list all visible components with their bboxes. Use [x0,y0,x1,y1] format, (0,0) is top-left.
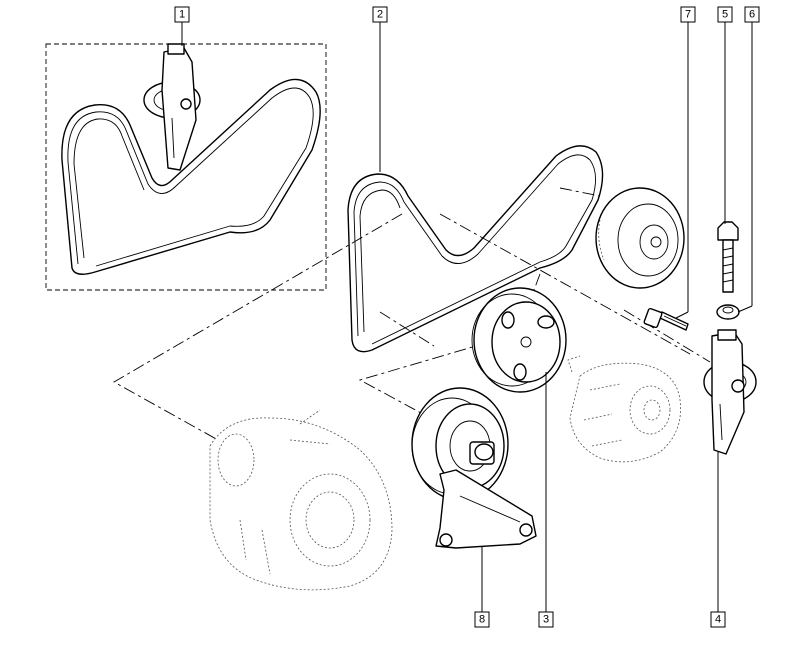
crankshaft-pulley [595,187,685,289]
alignment-lines [113,187,711,441]
alternator-ghost [209,409,393,591]
callout-3: 3 [538,611,554,628]
tensioner-4 [703,329,757,455]
callout-2-label: 2 [377,9,383,21]
callout-6: 6 [744,6,760,23]
drive-belt [347,145,604,353]
idler-pulley-bracket [411,387,537,549]
callout-5: 5 [717,6,733,23]
callout-7: 7 [680,6,696,23]
callout-5-label: 5 [722,9,728,21]
inset-belt-variant [45,43,327,291]
steering-pump-ghost [567,355,681,463]
callout-4-label: 4 [715,614,721,626]
callout-3-label: 3 [543,614,549,626]
pump-pulley [471,287,567,393]
callout-4: 4 [710,611,726,628]
inset-tensioner [143,43,201,171]
bolt-5 [717,221,739,293]
callout-1-label: 1 [179,9,185,21]
callout-8-label: 8 [479,614,485,626]
leader-lines [181,22,753,612]
inset-dashed-frame [45,43,327,291]
callout-2: 2 [372,6,388,23]
callout-7-label: 7 [685,9,691,21]
washer-6 [716,304,740,320]
inset-drive-belt [61,78,321,275]
bolt-7 [643,307,689,331]
callout-6-label: 6 [749,9,755,21]
callout-8: 8 [474,611,490,628]
main-drive-belt [347,145,604,353]
callout-1: 1 [174,6,190,23]
